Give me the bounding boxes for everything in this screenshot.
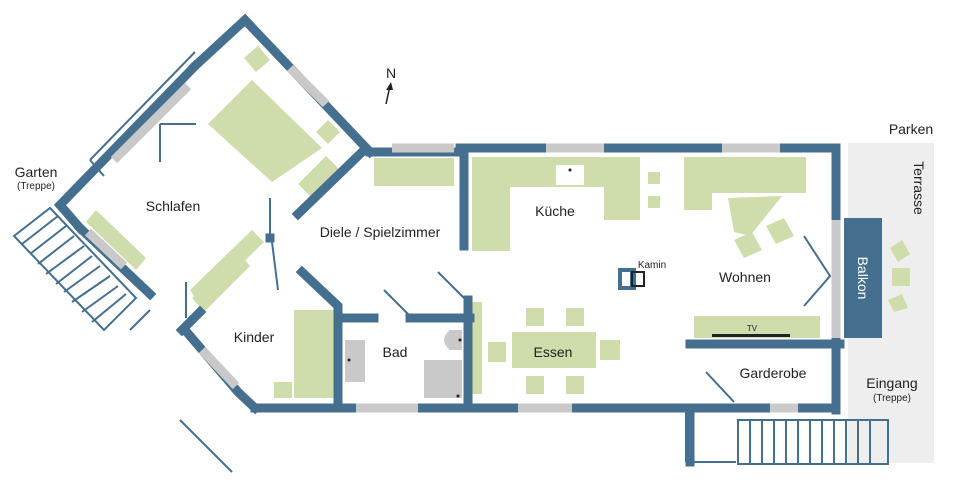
kitchen-cube-2 (648, 196, 660, 208)
kitchen-cabinet-small (684, 190, 712, 210)
toilet-dot (347, 358, 351, 362)
armchair-1 (734, 232, 762, 258)
north-label: N (386, 65, 396, 81)
north-arrow (385, 82, 393, 105)
garten-sub-label: (Treppe) (17, 181, 55, 192)
toilet (345, 340, 365, 382)
parken-label: Parken (889, 121, 933, 137)
dining-table (512, 332, 596, 368)
room-label-diele: Diele / Spielzimmer (320, 224, 441, 240)
kitchen-cube-1 (648, 172, 660, 184)
stairs-garden (12, 206, 138, 332)
sink-tap (568, 168, 572, 172)
basin-dot (458, 338, 462, 342)
kitchen-island (604, 180, 640, 220)
shower (424, 360, 462, 398)
room-label-kinder: Kinder (234, 329, 275, 345)
stairs-entrance (737, 419, 889, 465)
room-label-essen: Essen (534, 344, 573, 360)
kinder-stool (274, 382, 292, 398)
wardrobe-schlafen (86, 210, 146, 270)
eingang-label: Eingang (866, 375, 917, 391)
chair-bottom-2 (566, 376, 584, 394)
kinder-bed (294, 310, 334, 398)
balcony (844, 218, 882, 338)
balcony-chair-1 (890, 240, 910, 262)
door-swings (159, 123, 832, 403)
room-label-wohnen: Wohnen (719, 269, 771, 285)
appliances (345, 165, 584, 398)
bathtub-basin (444, 330, 462, 350)
tv-board (694, 316, 820, 338)
garten-label: Garten (15, 164, 58, 180)
balkon-label: Balkon (855, 257, 871, 300)
chair-left (488, 342, 506, 362)
balcony-chair-3 (888, 294, 908, 312)
wardrobe-kinder (192, 254, 250, 312)
windows (84, 64, 841, 413)
shower-dot (456, 394, 460, 398)
tv-label: TV (747, 324, 758, 333)
diele-sideboard (374, 158, 454, 186)
room-label-bad: Bad (383, 344, 408, 360)
kitchen-cabinet-right (684, 157, 806, 193)
dresser-schlafen (298, 156, 340, 198)
room-label-schlafen: Schlafen (146, 198, 200, 214)
eingang-sub-label: (Treppe) (873, 393, 911, 404)
tv-screen (712, 334, 790, 337)
thin-walls (89, 51, 736, 473)
walls (53, 13, 845, 467)
kitchen-sink (556, 165, 584, 185)
balcony-chair-2 (892, 268, 910, 286)
furniture (86, 46, 910, 398)
nightstand (316, 120, 340, 144)
bad-counter (472, 302, 482, 394)
terrasse-label: Terrasse (911, 161, 927, 215)
chair-top-2 (566, 308, 584, 326)
pillow-left (244, 46, 270, 72)
armchair-2 (766, 218, 794, 244)
room-label-kueche: Küche (535, 203, 575, 219)
wohnen-sofa (728, 196, 782, 236)
chair-right (600, 340, 620, 360)
bed (208, 80, 322, 182)
kamin-stove (618, 268, 645, 290)
room-label-garderobe: Garderobe (740, 365, 807, 381)
chair-bottom-1 (526, 376, 544, 394)
chair-top-1 (526, 308, 544, 326)
kamin-label: Kamin (638, 260, 666, 271)
